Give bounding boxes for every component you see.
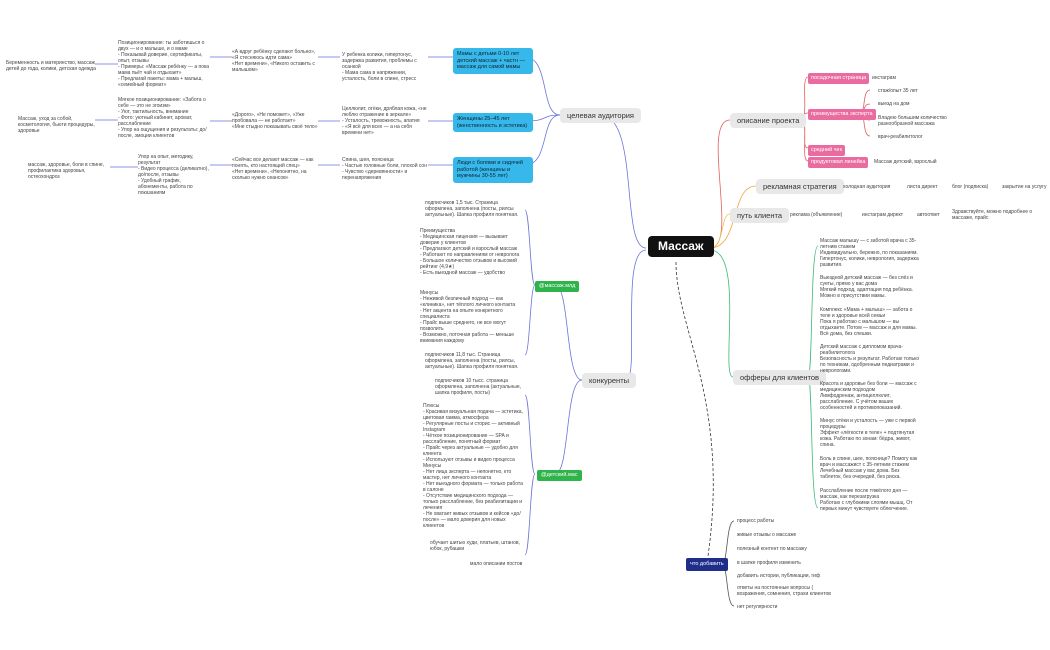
offer-item-7: Боль в спине, шее, пояснице? Помогу как … bbox=[820, 456, 918, 480]
edge-project bbox=[709, 119, 731, 249]
offer-item-6: Минус отёки и усталость — уже с первой п… bbox=[820, 418, 916, 448]
branch-path[interactable]: путь клиента bbox=[730, 208, 790, 223]
competitor-2-extra-1: обучает шитью худи, платьев, штанов, юбо… bbox=[430, 540, 520, 552]
ads-step-1: холодная аудитория bbox=[843, 184, 891, 190]
project-advantages[interactable]: преимущества эксперта bbox=[808, 109, 876, 120]
offer-item-5: Красота и здоровье без боли — массаж с м… bbox=[820, 381, 917, 411]
competitor-1[interactable]: @массаж.млд bbox=[535, 281, 580, 292]
audience-problems-women: Целлюлит, отёки, дряблая кожа, «не люблю… bbox=[342, 106, 427, 136]
adv-item-1: стаж/опыт 35 лет bbox=[878, 88, 918, 94]
competitor-1-minus: Минусы - Неживой безличный подход — как … bbox=[420, 290, 516, 344]
edge-audience bbox=[599, 114, 647, 249]
root-node[interactable]: Массаж bbox=[648, 236, 714, 257]
project-avg-check[interactable]: средний чек bbox=[808, 145, 845, 156]
todo-item-1: процесс работы bbox=[737, 518, 775, 524]
edge-todo bbox=[675, 261, 714, 557]
adv-item-4: врач-реабилитолог bbox=[878, 134, 923, 140]
offer-item-4: Детский массаж с дипломом врача-реабилит… bbox=[820, 344, 920, 374]
audience-fears-women: «Дорого», «Не поможет», «Уже пробовала —… bbox=[232, 112, 318, 130]
adv-item-2: выезд на дом bbox=[878, 101, 910, 107]
competitor-2-subs: подписчиков 10 тысс. страница оформлена,… bbox=[435, 378, 522, 396]
audience-fears-moms: «А вдруг ребёнку сделают больно», «Я сте… bbox=[232, 49, 316, 73]
adv-item-3: Владею большим количество разнообразной … bbox=[878, 115, 947, 127]
audience-problems-moms: У ребенка колики, гипертонус, задержка р… bbox=[342, 52, 417, 82]
ads-step-2: листа директ bbox=[907, 184, 938, 190]
todo-item-6: ответы на постоянные вопросы ( возражени… bbox=[737, 585, 831, 597]
audience-problems-pain: Спина, шея, поясница - Частые головные б… bbox=[342, 157, 427, 181]
branch-project[interactable]: описание проекта bbox=[730, 113, 807, 128]
path-step-4: Здравствуйте, можно подробнее о массаже,… bbox=[952, 209, 1033, 221]
competitor-1-subs2: подписчиков 11,8 тыс. Страница оформлена… bbox=[425, 352, 519, 370]
todo-item-5: добавить истории, публикации, гиф bbox=[737, 573, 821, 579]
audience-offer-moms: Позиционирование: ты заботишься о двух —… bbox=[118, 40, 210, 88]
competitor-2-body: Плюсы - Красивая визуальная подача — эст… bbox=[423, 403, 523, 529]
offer-item-1: Массаж малышу — с заботой врача с 35-лет… bbox=[820, 238, 919, 268]
audience-offer-pain: Упор на опыт, методику, результат - Виде… bbox=[138, 154, 209, 196]
path-step-2: инстаграм директ bbox=[862, 212, 904, 218]
offer-item-3: Комплекс «Мама + малыш» — забота о теле … bbox=[820, 307, 917, 337]
competitor-2-extra-2: мало описании постов bbox=[470, 561, 523, 567]
todo-item-7: нет регулярности bbox=[737, 604, 778, 610]
branch-ads[interactable]: рекламная стратегия bbox=[756, 179, 844, 194]
offer-item-8: Расслабление после тяжёлого дня — массаж… bbox=[820, 488, 913, 512]
path-step-3: автоответ bbox=[917, 212, 940, 218]
audience-fears-pain: «Сейчас все делают массаж — как понять, … bbox=[232, 157, 314, 181]
branch-competitors[interactable]: конкуренты bbox=[582, 373, 637, 388]
project-landing-value: инстаграм bbox=[872, 75, 896, 81]
branch-audience[interactable]: целевая аудитория bbox=[560, 108, 641, 123]
ads-step-4: закрытие на услугу bbox=[1002, 184, 1047, 190]
audience-offer-women: Мягкое позиционирование: «Забота о себе … bbox=[118, 97, 207, 139]
ads-step-3: блог (подписка) bbox=[952, 184, 989, 190]
branch-todo[interactable]: что добавить bbox=[686, 558, 728, 571]
branch-offers[interactable]: офферы для клиентов bbox=[733, 370, 826, 385]
competitor-1-subs: подписчиков 1,5 тыс. Страница оформлена,… bbox=[425, 200, 519, 218]
todo-item-3: полезный контент по массажу bbox=[737, 546, 807, 552]
competitor-2[interactable]: @детский.мас bbox=[537, 470, 582, 481]
project-landing[interactable]: посадочная страница bbox=[808, 73, 870, 84]
todo-item-2: живые отзывы о массаже bbox=[737, 532, 797, 538]
edge-offers bbox=[709, 249, 734, 378]
audience-interests-moms: Беременность и материнство, массаж детей… bbox=[6, 60, 96, 72]
edge-competitors bbox=[625, 249, 647, 381]
todo-item-4: в шапке профиля изменить bbox=[737, 560, 801, 566]
product-line-value: Массаж детский, взрослый bbox=[874, 159, 937, 165]
project-product-line[interactable]: продуктовая линейка bbox=[808, 157, 869, 168]
audience-interests-women: Массаж, уход за собой, косметология, бью… bbox=[18, 116, 95, 134]
audience-group-pain[interactable]: Люди с болями и сидячей работой (женщины… bbox=[453, 157, 533, 183]
path-step-1: реклама (объявление) bbox=[790, 212, 843, 218]
offer-item-2: Выездной детский массаж — без слёз и суе… bbox=[820, 275, 913, 299]
audience-group-women[interactable]: Женщины 25–45 лет (женственность и эстет… bbox=[453, 113, 533, 132]
audience-group-moms[interactable]: Мамы с детьми 0-10 лет детский массаж + … bbox=[453, 48, 533, 74]
competitor-1-plus: Преимущества - Медицинская лицензия — вы… bbox=[420, 228, 520, 276]
audience-interests-pain: массаж, здоровье, боли в спине, профилак… bbox=[28, 162, 104, 180]
